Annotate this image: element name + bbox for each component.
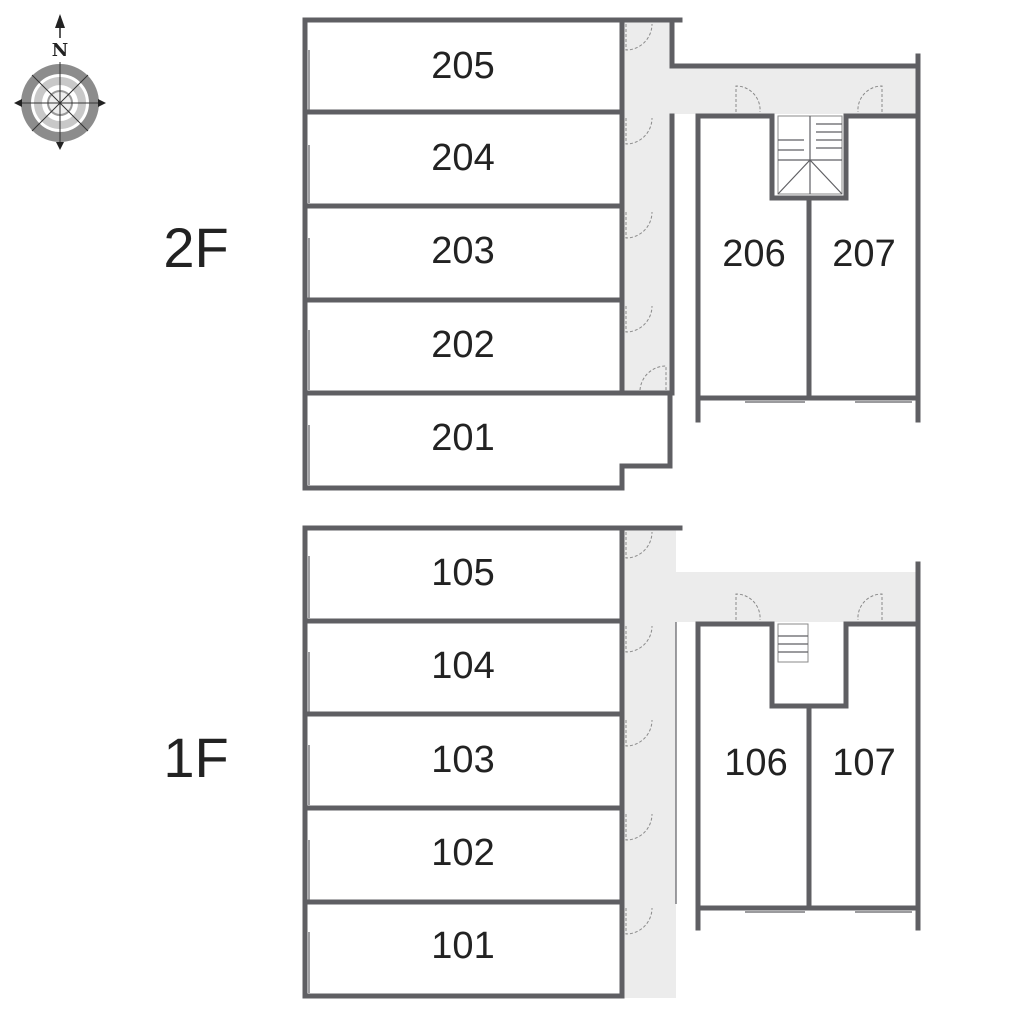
room-label-106: 106 <box>724 742 787 784</box>
floor-label-2f: 2F <box>163 216 228 279</box>
floor-2f <box>302 17 921 491</box>
compass-icon: N <box>14 14 106 150</box>
room-label-206: 206 <box>722 233 785 275</box>
room-label-205: 205 <box>431 45 494 87</box>
room-label-107: 107 <box>832 742 895 784</box>
room-label-201: 201 <box>431 417 494 459</box>
floor-label-1f: 1F <box>163 726 228 789</box>
room-label-103: 103 <box>431 739 494 781</box>
staircase-1f <box>777 623 809 663</box>
room-label-204: 204 <box>431 137 494 179</box>
room-label-207: 207 <box>832 233 895 275</box>
room-label-203: 203 <box>431 230 494 272</box>
floor-1f <box>302 525 921 999</box>
room-label-104: 104 <box>431 645 494 687</box>
room-label-101: 101 <box>431 925 494 967</box>
compass-north-label: N <box>52 40 68 61</box>
room-label-202: 202 <box>431 324 494 366</box>
room-label-105: 105 <box>431 552 494 594</box>
staircase-2f <box>777 115 843 195</box>
room-label-102: 102 <box>431 832 494 874</box>
